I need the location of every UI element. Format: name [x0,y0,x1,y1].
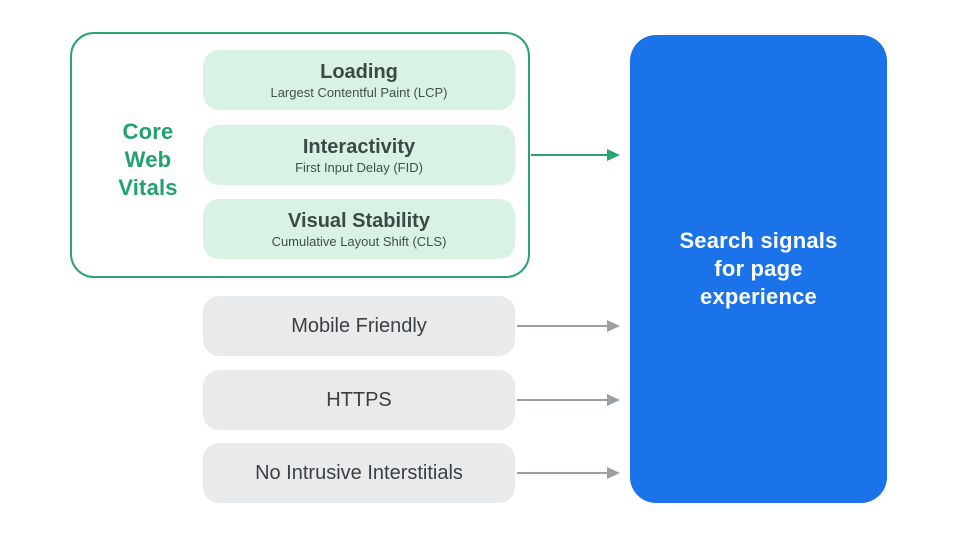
arrow-head-icon [607,149,620,161]
arrow-line [517,399,608,401]
result-panel: Search signals for page experience [630,35,887,503]
arrow-head-icon [607,320,620,332]
vital-card-loading: Loading Largest Contentful Paint (LCP) [203,50,515,110]
signal-card-label: HTTPS [326,388,392,411]
arrow-line [517,325,608,327]
vital-card-subtitle: Cumulative Layout Shift (CLS) [271,233,447,249]
vital-card-title: Visual Stability [288,209,430,232]
vital-card-subtitle: Largest Contentful Paint (LCP) [270,84,448,100]
arrow-head-icon [607,467,620,479]
signal-card-no-intrusive-interstitials: No Intrusive Interstitials [203,443,515,503]
arrow-line [531,154,608,156]
signal-card-https: HTTPS [203,370,515,430]
arrow-head-icon [607,394,620,406]
vital-card-interactivity: Interactivity First Input Delay (FID) [203,125,515,185]
vital-card-visual-stability: Visual Stability Cumulative Layout Shift… [203,199,515,259]
signal-card-label: Mobile Friendly [291,314,427,337]
core-web-vitals-label: Core Web Vitals [118,119,178,200]
vital-card-title: Loading [320,60,398,83]
signal-card-label: No Intrusive Interstitials [255,461,463,484]
vital-card-subtitle: First Input Delay (FID) [295,159,423,175]
vital-card-title: Interactivity [302,135,416,158]
result-panel-label: Search signals for page experience [679,228,838,309]
arrow-line [517,472,608,474]
signal-card-mobile-friendly: Mobile Friendly [203,296,515,356]
